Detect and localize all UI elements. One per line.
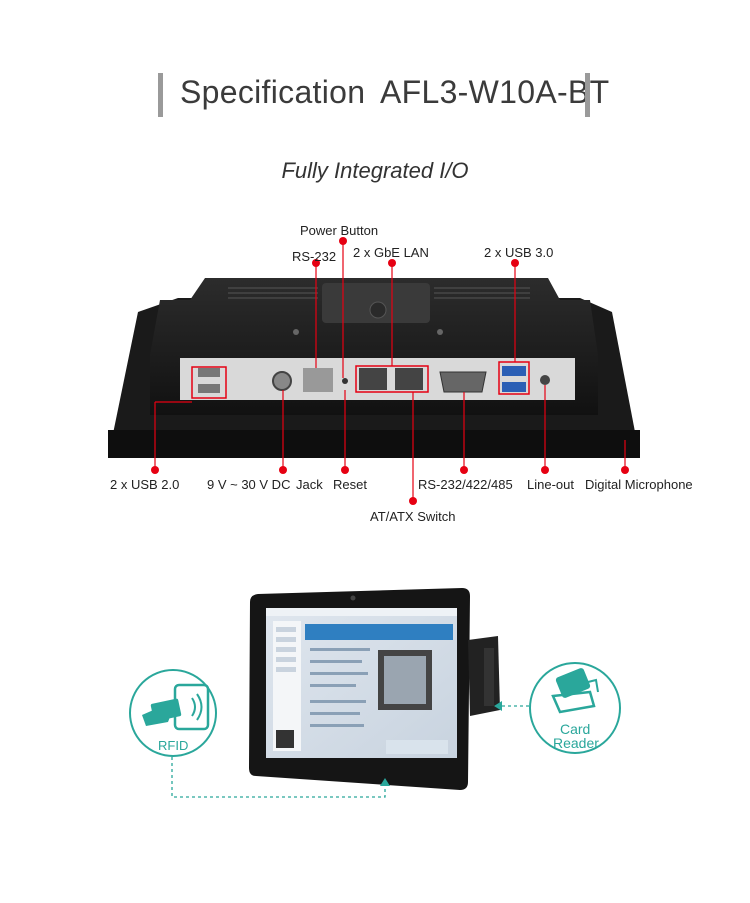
label-usb30: 2 x USB 3.0 — [484, 245, 554, 260]
header-left-bar — [158, 73, 163, 117]
dot-lineout — [541, 466, 549, 474]
dot-mic — [621, 466, 629, 474]
card-reader-label-line1: Card — [560, 721, 591, 737]
label-line-out: Line-out — [527, 477, 574, 492]
dot-power — [339, 237, 347, 245]
dot-lan — [388, 259, 396, 267]
callout-usb20-box — [191, 366, 227, 399]
dot-serial — [460, 466, 468, 474]
dot-atx — [409, 497, 417, 505]
dot-reset — [341, 466, 349, 474]
rfid-label: RFID — [158, 738, 189, 753]
label-digital-mic: Digital Microphone — [585, 477, 693, 492]
section-title: Fully Integrated I/O — [281, 158, 469, 183]
label-gbe-lan: 2 x GbE LAN — [353, 245, 429, 260]
card-reader-label-line2: Reader — [553, 735, 599, 751]
label-rs232: RS-232 — [292, 249, 337, 264]
label-jack: Jack — [296, 477, 323, 492]
label-power-button: Power Button — [300, 223, 379, 238]
rfid-connector — [171, 757, 386, 798]
dot-usb30 — [511, 259, 519, 267]
label-rs232-422-485: RS-232/422/485 — [418, 477, 513, 492]
label-usb20: 2 x USB 2.0 — [110, 477, 180, 492]
dot-dc — [279, 466, 287, 474]
header-title: Specification — [180, 74, 366, 110]
label-atx-switch: AT/ATX Switch — [370, 509, 456, 524]
label-dc-in: 9 V ~ 30 V DC — [207, 477, 291, 492]
callout-usb30-box — [498, 361, 530, 395]
dot-rs232 — [312, 259, 320, 267]
label-reset: Reset — [333, 477, 367, 492]
header-model: AFL3-W10A-BT — [380, 74, 610, 110]
header-right-bar — [585, 73, 590, 117]
dot-usb20 — [151, 466, 159, 474]
